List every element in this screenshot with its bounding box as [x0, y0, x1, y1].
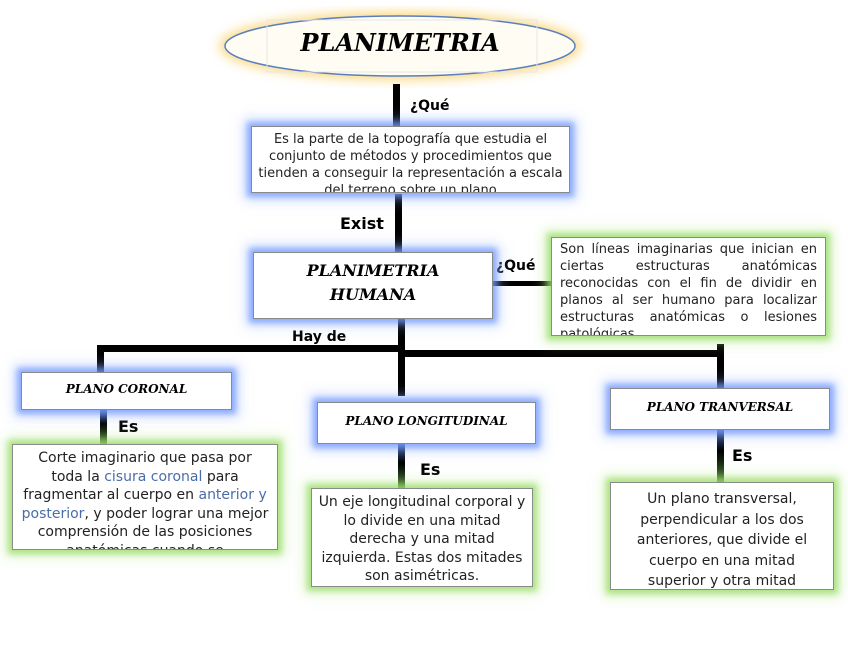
connector-title-definition: [393, 84, 400, 128]
plano-longitudinal-title: PLANO LONGITUDINAL: [345, 414, 508, 428]
coronal-desc-part3: , y poder lograr una mejor comprensión d…: [37, 505, 269, 550]
plano-longitudinal-box: PLANO LONGITUDINAL: [317, 402, 536, 444]
connector-definition-humana: [395, 194, 402, 252]
branch-bar-left: [97, 345, 402, 352]
connector-longitudinal-desc: [398, 444, 405, 490]
lines-definition-box: Son líneas imaginarias que inician en ci…: [551, 237, 826, 336]
title-ellipse-shape: [220, 13, 580, 79]
connector-humana-down: [398, 318, 405, 396]
connector-humana-lines: [493, 281, 551, 286]
transversal-description-text: Un plano transversal, perpendicular a lo…: [636, 491, 808, 589]
connector-branch-coronal: [97, 345, 104, 373]
plano-transversal-title: PLANO TRANVERSAL: [646, 400, 794, 414]
connector-transversal-desc: [717, 430, 724, 482]
label-es-coronal: Es: [118, 417, 139, 436]
branch-bar-right: [402, 350, 724, 357]
longitudinal-description-box: Un eje longitudinal corporal y lo divide…: [311, 488, 533, 587]
connector-coronal-desc: [100, 410, 107, 444]
transversal-description-box: Un plano transversal, perpendicular a lo…: [610, 482, 834, 590]
coronal-description-text: Corte imaginario que pasa por toda la ci…: [21, 449, 269, 550]
plano-coronal-title: PLANO CORONAL: [65, 382, 188, 396]
coronal-desc-link1[interactable]: cisura coronal: [104, 468, 203, 485]
lines-definition-text: Son líneas imaginarias que inician en ci…: [560, 242, 817, 336]
coronal-desc-part1: Corte imaginario que pasa por toda la: [38, 450, 252, 485]
humana-line-1: PLANIMETRIA: [306, 261, 440, 280]
planimetria-humana-box: PLANIMETRIA HUMANA: [253, 252, 493, 319]
page-title: PLANIMETRIA: [300, 28, 500, 57]
connector-branch-transversal: [717, 344, 724, 390]
definition-box: Es la parte de la topografía que estudia…: [251, 126, 570, 193]
plano-transversal-box: PLANO TRANVERSAL: [610, 388, 830, 430]
plano-coronal-box: PLANO CORONAL: [21, 372, 232, 410]
definition-text: Es la parte de la topografía que estudia…: [258, 132, 563, 193]
coronal-desc-part2: para fragmentar al cuerpo en: [23, 468, 239, 504]
coronal-description-box: Corte imaginario que pasa por toda la ci…: [12, 444, 278, 550]
label-es-longitudinal: Es: [420, 460, 441, 479]
label-exist: Exist: [340, 214, 384, 233]
label-hay-de: Hay de: [292, 329, 347, 345]
coronal-desc-link2[interactable]: anterior y posterior: [21, 487, 267, 522]
label-que-2: ¿Qué: [496, 258, 536, 274]
humana-line-2: HUMANA: [329, 285, 417, 304]
label-que-1: ¿Qué: [410, 98, 450, 114]
label-es-transversal: Es: [732, 446, 753, 465]
longitudinal-description-text: Un eje longitudinal corporal y lo divide…: [318, 494, 526, 584]
